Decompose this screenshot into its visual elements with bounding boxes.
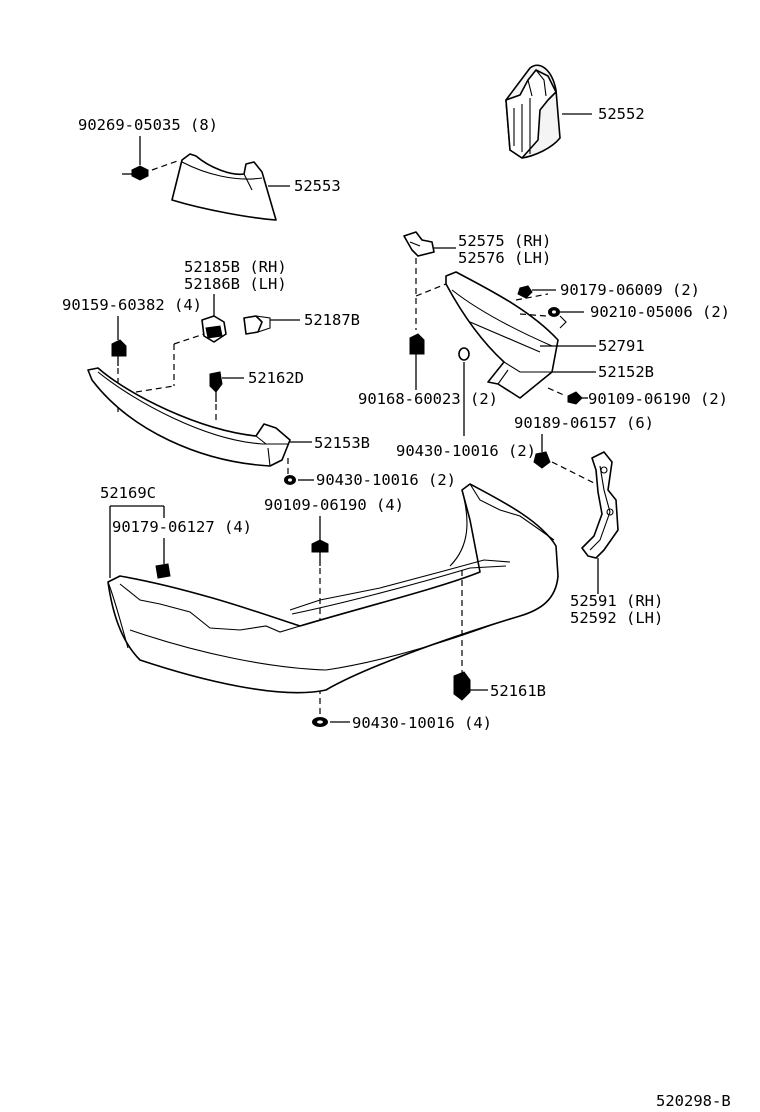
part-52575-bracket: [403, 231, 435, 257]
label-52187b: 52187B: [304, 311, 360, 329]
label-52592-lh: 52592 (LH): [570, 609, 663, 627]
screw-90109-06190-main: [311, 539, 329, 566]
label-90159-60382: 90159-60382 (4): [62, 296, 202, 314]
label-90430-10016-mid: 90430-10016 (2): [316, 471, 456, 489]
label-52553: 52553: [294, 177, 341, 195]
label-52153b: 52153B: [314, 434, 370, 452]
washer-90430-10016-mid: [284, 475, 296, 485]
label-90179-06009: 90179-06009 (2): [560, 281, 700, 299]
label-90168-60023: 90168-60023 (2): [358, 390, 498, 408]
label-52791: 52791: [598, 337, 645, 355]
part-bumper-cover: [107, 483, 559, 694]
washer-90430-10016-lower: [312, 717, 328, 727]
label-52576-lh: 52576 (LH): [458, 249, 551, 267]
clip-90179-06127: [155, 563, 171, 579]
part-52553-side-piece: [171, 153, 277, 221]
label-90189-06157: 90189-06157 (6): [514, 414, 654, 432]
clip-52187b: [243, 315, 271, 335]
part-52552-corner-piece: [505, 64, 561, 159]
label-90179-06127: 90179-06127 (4): [112, 518, 252, 536]
label-52185b-rh: 52185B (RH): [184, 258, 287, 276]
label-90430-10016-lower: 90430-10016 (4): [352, 714, 492, 732]
clip-52161b: [453, 671, 471, 701]
label-90430-10016-upper: 90430-10016 (2): [396, 442, 536, 460]
label-52575-rh: 52575 (RH): [458, 232, 551, 250]
label-90269-05035: 90269-05035 (8): [78, 116, 218, 134]
part-52153b-molding: [87, 367, 291, 467]
part-52591-bracket: [581, 451, 619, 559]
diagram-id: 520298-B: [656, 1092, 731, 1110]
screw-90168-60023: [409, 333, 425, 370]
label-52591-rh: 52591 (RH): [570, 592, 663, 610]
clip-90179-06009: [517, 285, 533, 299]
part-52152b-extension: [445, 271, 559, 399]
screw-90269-05035: [122, 165, 149, 181]
part-52185b-retainer: [201, 315, 227, 343]
label-52162d: 52162D: [248, 369, 304, 387]
label-52161b: 52161B: [490, 682, 546, 700]
washer-90430-10016-upper: [458, 347, 470, 361]
clip-52162d: [209, 371, 223, 402]
nut-90210-05006: [548, 307, 560, 317]
label-90109-06190-main: 90109-06190 (4): [264, 496, 404, 514]
screw-90109-06190-right: [567, 391, 583, 405]
screw-90159-60382: [111, 339, 127, 366]
label-90109-06190-right: 90109-06190 (2): [588, 390, 728, 408]
label-52152b: 52152B: [598, 363, 654, 381]
nut-90189-06157: [533, 451, 551, 469]
label-90210-05006: 90210-05006 (2): [590, 303, 730, 321]
label-52186b-lh: 52186B (LH): [184, 275, 287, 293]
label-52169c: 52169C: [100, 484, 156, 502]
label-52552: 52552: [598, 105, 645, 123]
